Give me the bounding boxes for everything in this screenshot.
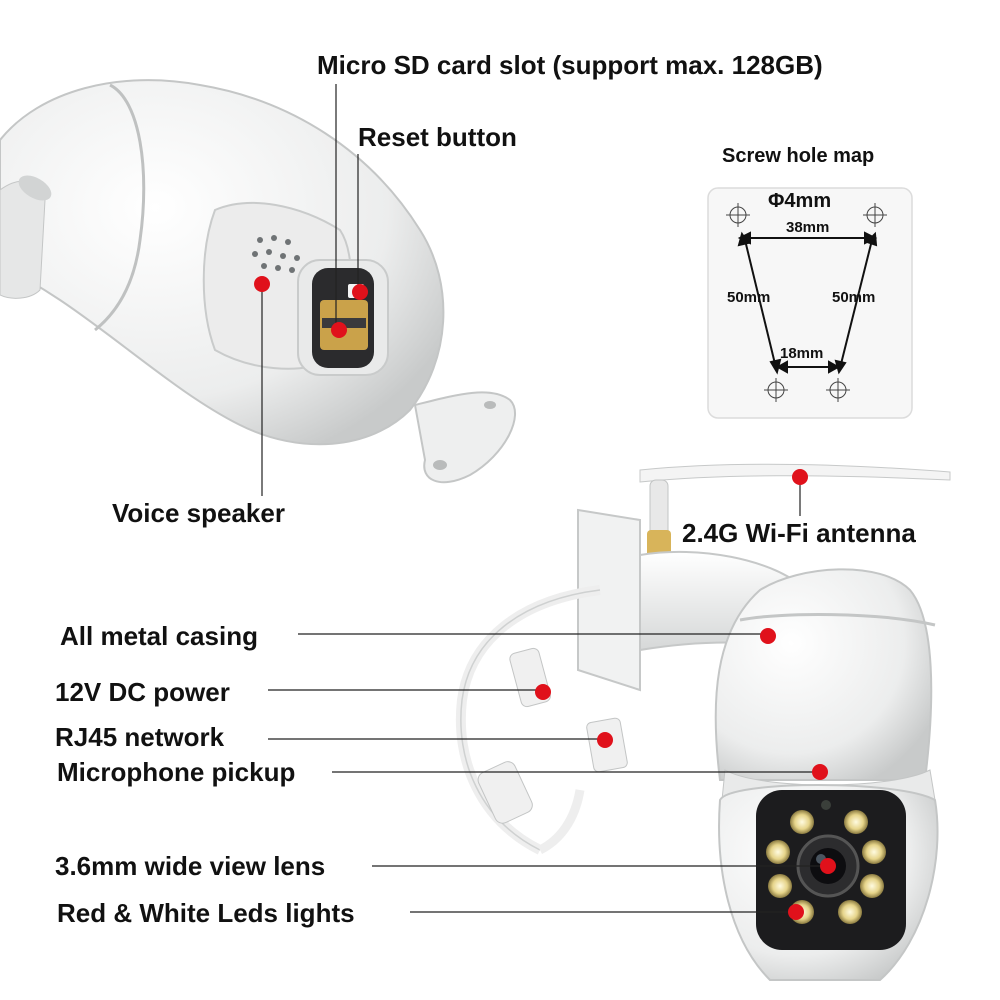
screw-hole-map — [707, 187, 913, 419]
label-reset-button: Reset button — [358, 122, 517, 152]
label-rj45: RJ45 network — [55, 722, 225, 752]
left-height-label: 50mm — [727, 289, 771, 306]
marker-lens — [820, 858, 836, 874]
marker-rj45 — [597, 732, 613, 748]
label-metal-casing: All metal casing — [60, 621, 258, 651]
label-dc-power: 12V DC power — [55, 677, 230, 707]
label-sd-slot: Micro SD card slot (support max. 128GB) — [317, 50, 823, 80]
label-leds: Red & White Leds lights — [57, 898, 355, 928]
marker-leds — [788, 904, 804, 920]
top-spacing-label: 38mm — [786, 219, 830, 236]
label-wifi-antenna: 2.4G Wi-Fi antenna — [682, 518, 916, 548]
label-voice-speaker: Voice speaker — [112, 498, 285, 528]
led-ring — [766, 810, 886, 924]
marker-speaker — [254, 276, 270, 292]
right-height-label: 50mm — [832, 289, 876, 306]
speaker-grille — [252, 235, 300, 273]
sd-slot-cover — [413, 391, 516, 484]
label-lens: 3.6mm wide view lens — [55, 851, 326, 881]
leader-lines — [261, 84, 826, 913]
camera-full — [455, 463, 951, 981]
marker-reset — [352, 284, 368, 300]
marker-casing — [760, 628, 776, 644]
marker-sd-slot — [331, 322, 347, 338]
marker-power — [535, 684, 551, 700]
hole-diameter-label: Φ4mm — [768, 190, 832, 212]
camera-closeup — [0, 79, 516, 484]
marker-mic — [812, 764, 828, 780]
callout-markers — [254, 276, 836, 920]
dimension-arrows — [737, 231, 878, 375]
screw-map-title: Screw hole map — [722, 145, 875, 167]
screw-hole-markers — [726, 203, 887, 402]
marker-antenna — [792, 469, 808, 485]
label-microphone: Microphone pickup — [57, 757, 296, 787]
bottom-spacing-label: 18mm — [780, 345, 824, 362]
